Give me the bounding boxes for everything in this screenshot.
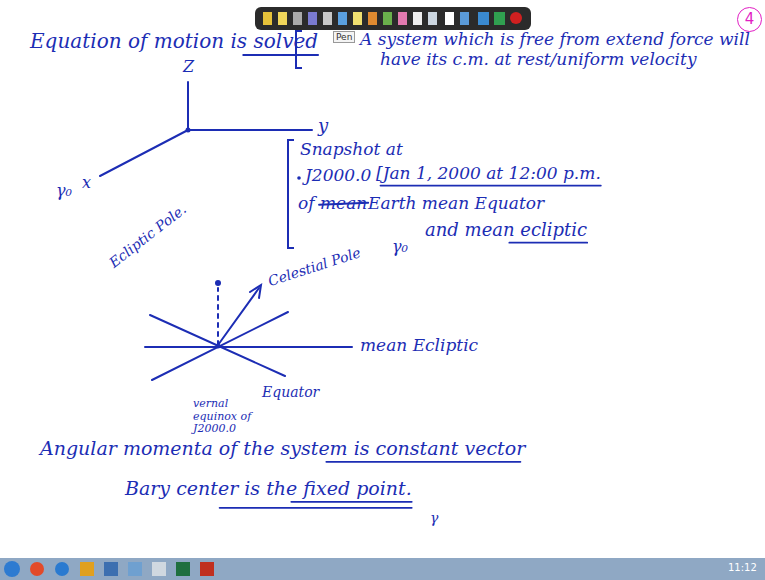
snapshot-note: of [298,194,315,214]
coordinate-axes [100,82,312,176]
tooltip: Pen [333,31,355,43]
stray-mark: γ [430,510,438,526]
heading-note: Equation of motion is solved [30,30,318,53]
snapshot-note: and mean ecliptic [425,220,587,241]
page-number: 4 [745,12,755,27]
vernal-symbol: γ₀ [392,238,408,256]
axis-label: y [318,116,328,137]
side-note: A system which is free from extend force… [380,30,760,69]
snapshot-bracket [288,140,294,248]
taskbar-icons [4,561,214,577]
snapshot-note: Snapshot at [300,140,403,160]
bullet-dot [297,176,301,180]
axis-label: x [82,174,91,192]
vernal-symbol: γ₀ [56,182,72,200]
struck-word: mean [320,194,367,214]
pen-underline [380,185,600,187]
pen-underline [243,54,318,56]
ecliptic-equator-sketch [145,285,352,380]
epoch-label: J2000.0 [305,166,371,186]
epoch-date: [Jan 1, 2000 at 12:00 p.m. [376,164,601,184]
pen-underline [509,242,587,244]
pen-underline [220,507,412,509]
pen-underline [291,501,411,503]
taskbar [0,558,765,580]
pole-label: Ecliptic Pole. [106,201,189,271]
axis-label: Z [183,58,194,76]
conclusion-note: Bary center is the fixed point. [125,478,412,500]
pen-underline [326,461,520,463]
plane-label: mean Ecliptic [360,336,478,356]
plane-label: Equator [262,384,319,400]
clock-text: 11:12 [728,562,757,574]
snapshot-note: Earth mean Equator [368,194,544,214]
ecliptic-pole-dot [215,280,221,286]
origin-dot [186,128,191,133]
pole-label: Celestial Pole [266,244,363,289]
pen-toolbar [255,7,531,30]
equinox-label: vernal equinox of J2000.0 [193,398,255,436]
equinox-point [216,344,221,349]
conclusion-note: Angular momenta of the system is constan… [40,438,525,460]
page-number-circle: 4 [737,7,762,32]
toolbar-icons [263,12,522,25]
